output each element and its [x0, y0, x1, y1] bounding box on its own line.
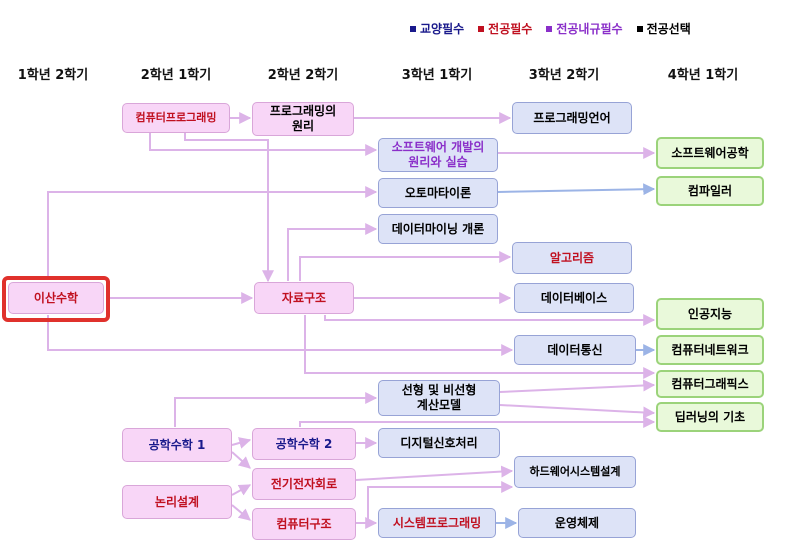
- semester-header: 3학년 1학기: [401, 68, 473, 83]
- course-computer-programming[interactable]: 컴퓨터프로그래밍: [122, 103, 230, 133]
- legend-label: 전공선택: [646, 22, 691, 36]
- legend-swatch: [546, 25, 553, 32]
- semester-header: 3학년 2학기: [528, 68, 600, 83]
- course-circuits[interactable]: 전기전자회로: [252, 468, 356, 500]
- course-ai[interactable]: 인공지능: [656, 298, 764, 330]
- legend-swatch: [478, 25, 485, 32]
- course-programming-principles[interactable]: 프로그래밍의 원리: [252, 102, 354, 136]
- course-data-structures[interactable]: 자료구조: [254, 282, 354, 314]
- course-system-programming[interactable]: 시스템프로그래밍: [378, 508, 496, 538]
- course-software-engineering[interactable]: 소프트웨어공학: [656, 137, 764, 169]
- course-databases[interactable]: 데이터베이스: [514, 283, 634, 313]
- course-data-communication[interactable]: 데이터통신: [514, 335, 636, 365]
- course-automata[interactable]: 오토마타이론: [378, 178, 498, 208]
- semester-header: 1학년 2학기: [17, 68, 89, 83]
- selected-course-highlight: [2, 276, 110, 322]
- legend-item-general: 교양필수: [410, 20, 464, 37]
- course-data-mining[interactable]: 데이터마이닝 개론: [378, 214, 498, 244]
- legend-swatch: [636, 25, 643, 32]
- course-hardware-design[interactable]: 하드웨어시스템설계: [514, 456, 636, 488]
- course-programming-languages[interactable]: 프로그래밍언어: [512, 102, 632, 134]
- legend-item-major-required: 전공필수: [478, 20, 532, 37]
- course-engineering-math-1[interactable]: 공학수학 1: [122, 428, 232, 462]
- legend-item-major-core: 전공내규필수: [546, 20, 623, 37]
- course-algorithms[interactable]: 알고리즘: [512, 242, 632, 274]
- legend-label: 교양필수: [420, 22, 465, 36]
- course-linear-models[interactable]: 선형 및 비선형 계산모델: [378, 380, 500, 416]
- course-engineering-math-2[interactable]: 공학수학 2: [252, 428, 356, 460]
- course-computer-graphics[interactable]: 컴퓨터그래픽스: [656, 370, 764, 398]
- course-computer-architecture[interactable]: 컴퓨터구조: [252, 508, 356, 540]
- course-software-development[interactable]: 소프트웨어 개발의 원리와 실습: [378, 138, 498, 172]
- course-operating-systems[interactable]: 운영체제: [518, 508, 636, 538]
- legend-item-major-elective: 전공선택: [636, 20, 691, 37]
- semester-header: 2학년 1학기: [140, 68, 212, 83]
- course-discrete-math[interactable]: 이산수학: [8, 282, 104, 314]
- course-dsp[interactable]: 디지털신호처리: [378, 428, 500, 458]
- course-computer-networks[interactable]: 컴퓨터네트워크: [656, 335, 764, 365]
- course-deep-learning[interactable]: 딥러닝의 기초: [656, 402, 764, 432]
- course-logic-design[interactable]: 논리설계: [122, 485, 232, 519]
- course-compiler[interactable]: 컴파일러: [656, 176, 764, 206]
- semester-header: 2학년 2학기: [267, 68, 339, 83]
- legend-label: 전공내규필수: [556, 22, 623, 36]
- semester-header: 4학년 1학기: [667, 68, 739, 83]
- legend-label: 전공필수: [488, 22, 533, 36]
- legend-swatch: [410, 25, 416, 32]
- legend: 교양필수 전공필수 전공내규필수 전공선택: [410, 20, 691, 37]
